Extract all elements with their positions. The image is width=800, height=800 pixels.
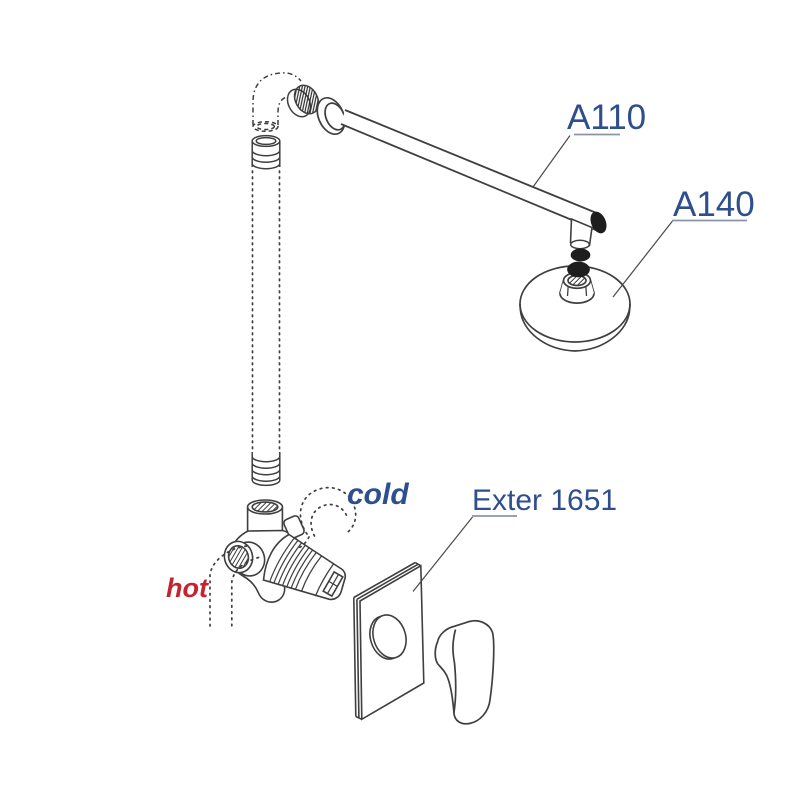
leader-lines: [412, 135, 673, 592]
mixer-valve: [223, 499, 347, 603]
valve-top-port-threads: [251, 501, 279, 513]
flange-inner: [324, 102, 346, 131]
handle-outline: [434, 620, 495, 725]
shower-arm: [340, 109, 607, 250]
head-gasket-lower: [567, 261, 590, 278]
cartridge-ribs: [269, 537, 317, 591]
hot-flow-dots: [209, 545, 260, 628]
valve-top-port-sides: [246, 507, 284, 532]
cold-flow-tail: [295, 536, 310, 550]
plate-hole-front: [372, 614, 407, 659]
elbow-bottom-rim: [252, 120, 279, 133]
riser-top-threads: [251, 141, 281, 170]
cartridge-spline-grid: [326, 574, 340, 594]
riser-pipe: [251, 134, 281, 487]
cold-flow-dots: [295, 486, 357, 550]
leader-a140: [612, 220, 673, 298]
arm-tube-fill: [341, 110, 599, 230]
elbow-bottom-rim-inner: [255, 122, 276, 131]
leader-a110: [532, 135, 571, 188]
label-underlines: [472, 133, 747, 517]
arm-end-cap: [590, 211, 607, 234]
wall-plate: [353, 561, 425, 721]
label-hot: hot: [166, 573, 209, 603]
wall-flange: [316, 96, 346, 136]
cartridge-rings: [300, 555, 335, 597]
hot-flow-line-inner: [230, 556, 260, 628]
cold-flow-arc-inner: [310, 503, 349, 537]
riser-dotted-sides: [251, 170, 281, 451]
plate-thickness-edges: [353, 561, 422, 721]
label-cold: cold: [347, 478, 409, 511]
elbow-coupling-threads: [293, 84, 320, 115]
label-mixer: Exter 1651: [472, 484, 617, 517]
head-disc-rim: [519, 303, 631, 352]
leader-exter: [412, 516, 473, 592]
valve-left-port-threads: [227, 544, 250, 570]
arm-drop-fitting-rim: [569, 239, 591, 250]
arm-tube-outline: [340, 109, 600, 231]
shower-head: [519, 248, 631, 352]
hot-flow-line-outer: [209, 545, 248, 628]
riser-top-rim-inner: [255, 136, 277, 146]
handle-lever: [434, 620, 495, 725]
riser-bottom-threads: [251, 452, 281, 487]
handle-face-divider: [452, 629, 457, 714]
label-shower-head: A140: [673, 185, 755, 224]
label-shower-arm: A110: [567, 98, 646, 137]
valve-clip-bracket: [283, 515, 305, 539]
head-gasket-upper: [570, 248, 591, 262]
elbow-fitting: [252, 72, 320, 133]
